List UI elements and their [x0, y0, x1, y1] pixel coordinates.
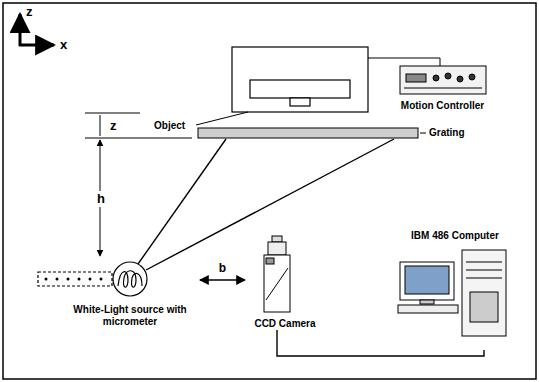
micrometer-mark	[100, 278, 103, 281]
micrometer-marks	[45, 278, 103, 281]
frame	[3, 3, 536, 379]
light-source-symbol	[38, 262, 147, 296]
connector	[277, 330, 484, 356]
micrometer-mark	[67, 278, 70, 281]
dimension-label: h	[95, 191, 107, 207]
axis-label: x	[60, 38, 67, 52]
dimension-lines	[85, 113, 192, 256]
micrometer-mark	[45, 278, 48, 281]
micrometer-mark	[56, 278, 59, 281]
node-label: CCD Camera	[245, 318, 325, 330]
dimension-label: b	[217, 262, 228, 275]
connector	[200, 279, 245, 280]
grating-bar	[198, 128, 418, 138]
micrometer-mark	[78, 278, 81, 281]
control-cable	[368, 58, 440, 66]
ccd-camera-icon	[264, 236, 290, 312]
dimension-label: z	[110, 119, 117, 133]
computer-node: IBM 486 Computer	[395, 230, 515, 350]
micrometer-mark	[89, 278, 92, 281]
axis-symbol	[19, 14, 54, 46]
part-label: Grating	[429, 127, 465, 139]
light-source-node: White-Light source with micrometer	[60, 258, 200, 328]
motion-controller-icon	[400, 66, 486, 94]
controller-node: Motion Controller	[390, 52, 495, 112]
leader-line	[196, 112, 248, 125]
camera-node: CCD Camera	[245, 232, 325, 330]
node-label: Motion Controller	[390, 100, 495, 112]
object-holder	[232, 47, 368, 112]
light-ray	[138, 139, 394, 270]
axis-label: z	[26, 5, 33, 19]
computer-icon	[398, 250, 506, 336]
node-label: White-Light source with micrometer	[60, 304, 200, 328]
node-label: IBM 486 Computer	[395, 230, 515, 242]
part-label: Object	[154, 120, 185, 132]
leader-line	[420, 133, 426, 134]
